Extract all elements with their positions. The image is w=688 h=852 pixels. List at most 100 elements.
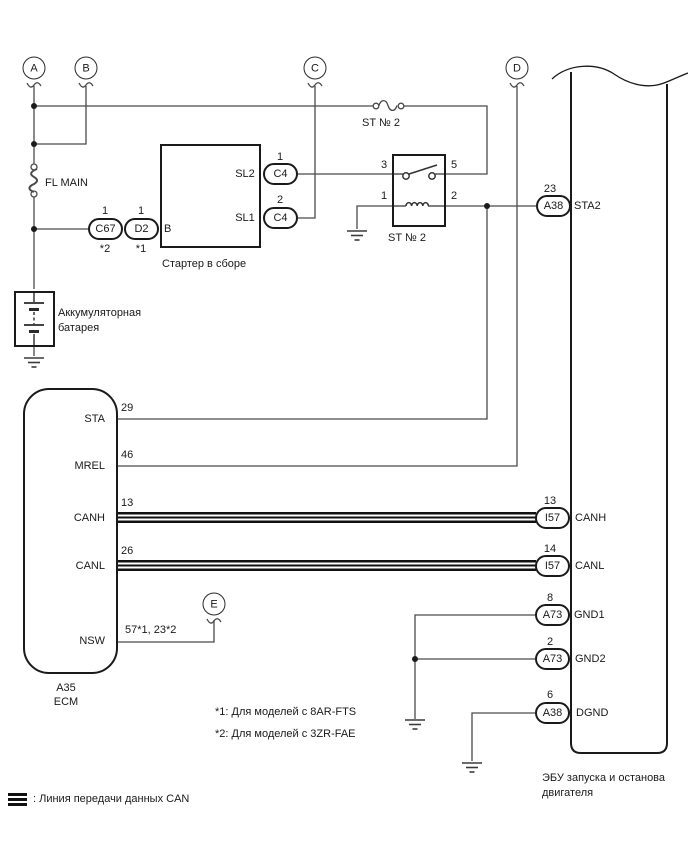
ecu-gnd2-num: 2	[546, 636, 554, 648]
ecu-dgnd-num: 6	[546, 689, 554, 701]
relay-coil-symbol	[405, 201, 430, 207]
ecu-gnd1-name: GND1	[574, 609, 605, 621]
relay-label: ST № 2	[388, 232, 426, 244]
starter-assembly-box	[160, 144, 261, 248]
ecu-sta2-num: 23	[543, 183, 557, 195]
starter-terminal-sl2: SL2	[235, 168, 255, 180]
connector-c4-sl2-pin: 1	[276, 151, 284, 163]
connector-d2-pin: 1	[137, 205, 145, 217]
can-line-canh	[118, 512, 536, 523]
connector-c67-pin: 1	[101, 205, 109, 217]
circuit-ref-b-label: B	[82, 62, 90, 74]
break-wave-symbol-b	[78, 82, 94, 88]
relay-pin3: 3	[380, 159, 388, 171]
circuit-ref-d: D	[505, 56, 529, 80]
connector-a38-dgnd-code: A38	[542, 707, 563, 719]
ecm-pin-canh: CANH	[73, 512, 105, 524]
wire-nsw-e	[118, 620, 215, 643]
connector-a73-gnd1: A73	[535, 604, 570, 626]
fuse-symbol	[378, 99, 398, 112]
connector-a73-gnd2: A73	[535, 648, 570, 670]
connector-c67: C67	[88, 218, 123, 240]
wire-pin1-ground	[356, 205, 392, 229]
note-2: *2: Для моделей с 3ZR-FAE	[215, 728, 356, 740]
relay-switch-symbol	[408, 164, 438, 175]
circuit-ref-b: B	[74, 56, 98, 80]
ecu-canl-name: CANL	[575, 560, 605, 572]
ecu-name-line1: ЭБУ запуска и останова	[542, 772, 666, 784]
ground-symbol	[24, 357, 44, 368]
junction-dots	[31, 103, 490, 662]
ecm-pin-sta-num: 29	[121, 402, 134, 414]
ecu-dgnd-name: DGND	[576, 707, 609, 719]
connector-c67-code: C67	[95, 223, 116, 235]
wire-sta	[118, 206, 488, 420]
ecm-pin-sta: STA	[84, 413, 105, 425]
connector-c4-sl1: C4	[263, 207, 298, 229]
wire-dgnd	[471, 712, 535, 761]
starter-title: Стартер в сборе	[162, 258, 247, 270]
connector-a73-gnd1-code: A73	[542, 609, 563, 621]
connector-d2-code: D2	[134, 223, 149, 235]
circuit-ref-c: C	[303, 56, 327, 80]
ecm-pin-mrel-num: 46	[121, 449, 134, 461]
battery-box	[14, 291, 55, 347]
connector-i57-canh-code: I57	[544, 512, 561, 524]
starter-terminal-b: B	[164, 223, 172, 235]
ground-symbol	[462, 762, 482, 773]
fusible-link-symbol	[28, 168, 38, 193]
relay-pin1: 1	[380, 190, 388, 202]
ecm-pin-nsw-num: 57*1, 23*2	[125, 624, 177, 636]
ecm-pin-mrel: MREL	[74, 460, 105, 472]
battery-label-line2: батарея	[58, 322, 100, 334]
ground-symbol	[405, 719, 425, 730]
battery-symbol	[24, 292, 44, 346]
break-wave-symbol-c	[307, 82, 323, 88]
ecu-gnd2-name: GND2	[575, 653, 606, 665]
ecu-canh-name: CANH	[575, 512, 607, 524]
break-wave-symbol-d	[509, 82, 525, 88]
wire-b	[34, 86, 87, 145]
circuit-ref-a-label: A	[30, 62, 38, 74]
connector-i57-canh: I57	[535, 507, 570, 529]
fuse-terminal-icon	[397, 102, 405, 110]
ecm-box	[23, 388, 118, 674]
connector-a38-sta2: A38	[536, 195, 571, 217]
wire-top-feed-right	[404, 105, 488, 175]
ecu-gnd1-num: 8	[546, 592, 554, 604]
fuse-terminal-icon	[372, 102, 380, 110]
break-wave-symbol-ecu	[551, 65, 688, 87]
connector-a73-gnd2-code: A73	[542, 653, 563, 665]
connector-d2-note: *1	[135, 243, 147, 255]
ecm-pin-nsw: NSW	[79, 635, 105, 647]
connector-i57-canl-code: I57	[544, 560, 561, 572]
connector-i57-canl: I57	[535, 555, 570, 577]
ecm-pin-canl: CANL	[75, 560, 105, 572]
wire-gnd1	[414, 614, 535, 719]
wire-c-sl1	[297, 86, 316, 219]
ecm-name: ECM	[53, 696, 79, 708]
ecm-pin-canl-num: 26	[121, 545, 134, 557]
ecu-canl-num: 14	[543, 543, 557, 555]
relay-box	[392, 154, 446, 227]
ecu-box-outline	[551, 65, 688, 754]
connector-c4-sl1-code: C4	[273, 212, 288, 224]
connector-c67-note: *2	[99, 243, 111, 255]
fusible-link-label: FL MAIN	[45, 177, 88, 189]
connector-d2: D2	[124, 218, 159, 240]
relay-pin2: 2	[450, 190, 458, 202]
ecu-sta2-name: STA2	[574, 200, 601, 212]
can-line-sample-icon	[8, 793, 27, 806]
fuse-label: ST № 2	[362, 117, 400, 129]
ecu-name-line2: двигателя	[542, 787, 594, 799]
circuit-ref-c-label: C	[311, 62, 319, 74]
break-wave-symbol-e	[206, 618, 222, 624]
connector-a38-sta2-code: A38	[543, 200, 564, 212]
connector-c4-sl1-pin: 2	[276, 194, 284, 206]
connector-a38-dgnd: A38	[535, 702, 570, 724]
connector-c4-sl2: C4	[263, 163, 298, 185]
note-1: *1: Для моделей с 8AR-FTS	[215, 706, 357, 718]
relay-contact-icon	[428, 172, 436, 180]
